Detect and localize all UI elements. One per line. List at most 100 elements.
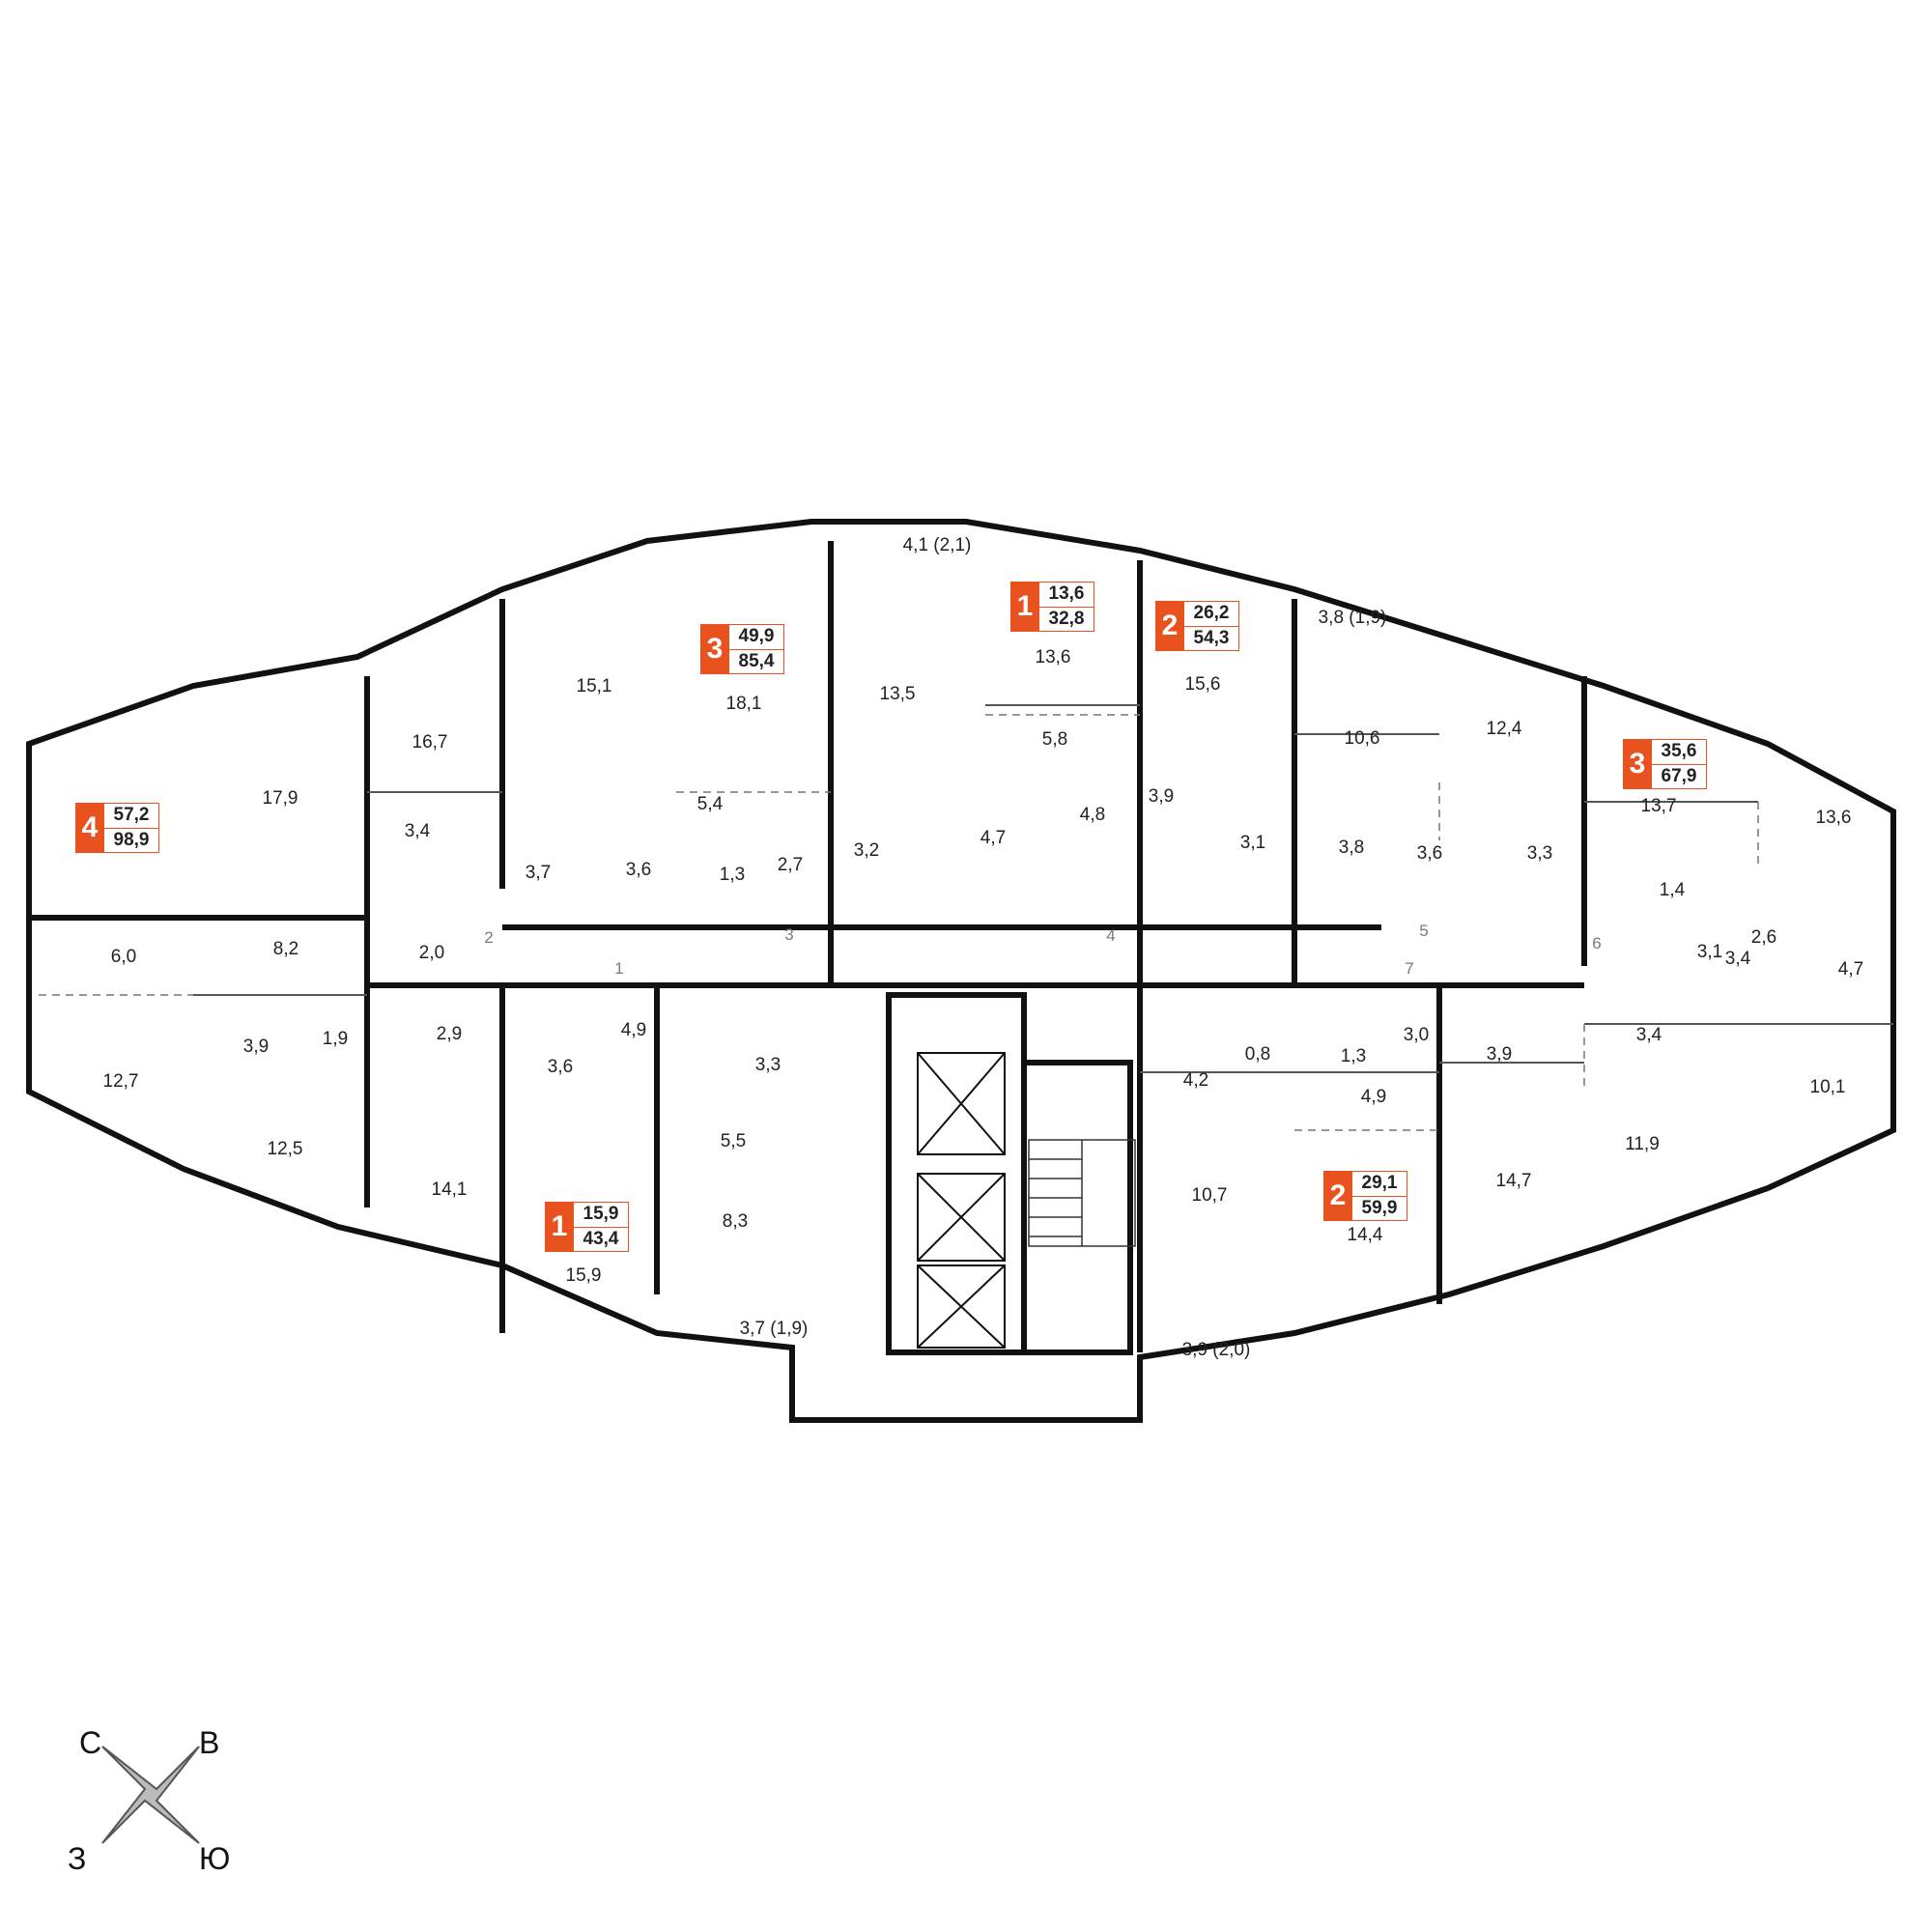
room-area-label: 11,9 <box>1625 1134 1660 1154</box>
total-area: 32,8 <box>1039 606 1094 632</box>
room-area-label: 8,2 <box>273 939 298 959</box>
room-area-label: 3,7 (1,9) <box>740 1319 809 1339</box>
apartment-room-count: 1 <box>545 1202 574 1252</box>
room-area-label: 2,6 <box>1751 927 1776 948</box>
entry-door-number: 6 <box>1592 934 1601 952</box>
room-area-label: 8,3 <box>723 1211 748 1232</box>
room-area-label: 2,7 <box>778 855 803 875</box>
compass-star-icon <box>101 1746 200 1844</box>
room-area-label: 1,9 <box>323 1029 348 1049</box>
room-area-label: 4,7 <box>1838 959 1863 980</box>
room-area-label: 18,1 <box>726 694 762 714</box>
entry-door-number: 5 <box>1419 922 1428 940</box>
room-area-label: 3,3 <box>1527 843 1552 864</box>
room-area-label: 4,8 <box>1080 805 1105 825</box>
living-area: 13,6 <box>1048 583 1085 605</box>
room-area-label: 5,8 <box>1042 729 1067 750</box>
entry-door-number: 4 <box>1106 926 1115 945</box>
room-area-label: 3,4 <box>1636 1025 1662 1045</box>
room-area-label: 3,9 <box>1149 786 1174 807</box>
partitions-dashed <box>39 714 1759 1131</box>
room-area-label: 2,9 <box>437 1024 462 1044</box>
room-area-label: 1,4 <box>1660 880 1686 900</box>
living-area: 15,9 <box>582 1204 619 1225</box>
room-area-label: 3,0 <box>1404 1025 1429 1045</box>
compass-rose <box>101 1746 200 1844</box>
apartment-room-count: 1 <box>1010 582 1039 632</box>
room-area-label: 3,6 <box>1417 843 1442 864</box>
room-area-label: 3,1 <box>1697 942 1722 962</box>
room-area-label: 13,6 <box>1036 647 1071 668</box>
entry-door-number: 7 <box>1405 959 1413 978</box>
total-area: 54,3 <box>1184 625 1238 651</box>
room-area-label: 3,8 (1,9) <box>1319 608 1387 628</box>
room-area-label: 13,7 <box>1641 796 1677 816</box>
living-area: 35,6 <box>1661 741 1697 762</box>
room-area-label: 4,9 <box>621 1020 646 1040</box>
living-area: 29,1 <box>1361 1173 1398 1194</box>
room-area-label: 1,3 <box>1341 1046 1366 1066</box>
room-area-label: 6,0 <box>111 947 136 967</box>
room-area-label: 15,6 <box>1185 674 1221 695</box>
room-area-label: 3,9 <box>243 1037 269 1057</box>
walls <box>26 519 1896 1423</box>
room-area-label: 4,9 <box>1361 1087 1386 1107</box>
room-area-label: 12,5 <box>268 1139 303 1159</box>
apartment-room-count: 4 <box>75 803 104 853</box>
living-area: 57,2 <box>113 805 150 826</box>
apartment-room-count: 3 <box>1623 739 1652 789</box>
entry-door-number: 2 <box>484 928 493 947</box>
room-area-label: 12,7 <box>103 1071 139 1092</box>
room-area-label: 4,1 (2,1) <box>903 535 972 555</box>
room-area-label: 1,3 <box>720 865 745 885</box>
room-area-label: 3,3 <box>755 1055 781 1075</box>
compass-south: Ю <box>199 1841 231 1876</box>
living-area: 26,2 <box>1193 603 1230 624</box>
room-area-label: 5,5 <box>721 1131 746 1151</box>
room-area-label: 3,2 <box>854 840 879 861</box>
room-area-label: 3,6 <box>548 1057 573 1077</box>
room-area-label: 13,5 <box>880 684 916 704</box>
core <box>886 992 1133 1355</box>
room-area-label: 15,9 <box>566 1265 602 1286</box>
total-area: 85,4 <box>729 648 783 674</box>
room-area-label: 0,8 <box>1245 1044 1270 1065</box>
room-area-label: 2,0 <box>419 943 444 963</box>
entry-door-number: 1 <box>614 959 623 978</box>
room-area-label: 4,7 <box>980 828 1006 848</box>
compass-east: В <box>199 1725 220 1760</box>
room-area-label: 13,6 <box>1816 808 1852 828</box>
apartment-room-count: 2 <box>1155 601 1184 651</box>
total-area: 67,9 <box>1652 763 1706 789</box>
room-area-label: 3,4 <box>405 821 431 841</box>
room-area-label: 15,1 <box>577 676 612 696</box>
apartment-room-count: 3 <box>700 624 729 674</box>
room-area-label: 3,1 <box>1240 833 1265 853</box>
partitions <box>193 704 1893 1073</box>
room-area-label: 3,9 (2,0) <box>1182 1340 1251 1360</box>
room-area-label: 3,7 <box>526 863 551 883</box>
apartment-room-count: 2 <box>1323 1171 1352 1221</box>
compass-north: С <box>79 1725 102 1760</box>
room-area-label: 14,1 <box>432 1179 468 1200</box>
room-area-label: 10,7 <box>1192 1185 1228 1206</box>
room-area-label: 5,4 <box>697 794 724 814</box>
total-area: 98,9 <box>104 827 158 853</box>
total-area: 43,4 <box>574 1226 628 1252</box>
